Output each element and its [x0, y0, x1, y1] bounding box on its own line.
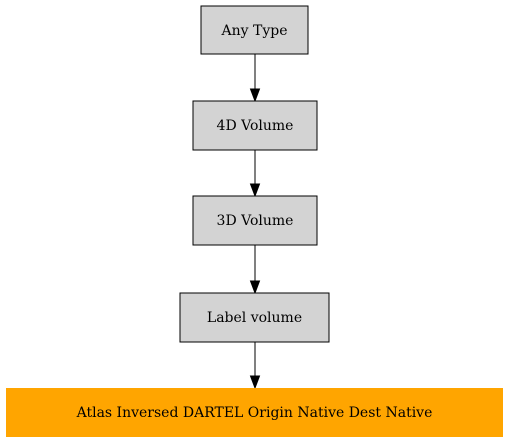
node-4d-volume-label: 4D Volume: [217, 118, 294, 134]
node-any-type-box: [200, 5, 309, 55]
node-any-type-label: Any Type: [221, 23, 288, 39]
node-atlas-inversed-dartel-box: [6, 388, 503, 437]
node-any-type[interactable]: Any Type: [200, 5, 309, 55]
node-label-volume[interactable]: Label volume: [179, 292, 330, 343]
edge-label-volume-to-atlas: [249, 342, 261, 390]
node-4d-volume[interactable]: 4D Volume: [192, 100, 318, 151]
node-3d-volume-box: [192, 195, 318, 246]
node-3d-volume[interactable]: 3D Volume: [192, 195, 318, 246]
node-atlas-inversed-dartel[interactable]: Atlas Inversed DARTEL Origin Native Dest…: [6, 388, 503, 437]
edge-4d-volume-to-3d-volume: [249, 150, 261, 198]
node-label-volume-label: Label volume: [207, 310, 302, 326]
node-atlas-inversed-dartel-label: Atlas Inversed DARTEL Origin Native Dest…: [76, 405, 433, 421]
edge-3d-volume-to-label-volume: [249, 245, 261, 295]
node-3d-volume-label: 3D Volume: [217, 213, 294, 229]
node-4d-volume-box: [192, 100, 318, 151]
node-label-volume-box: [179, 292, 330, 343]
edge-any-type-to-4d-volume: [249, 54, 261, 103]
